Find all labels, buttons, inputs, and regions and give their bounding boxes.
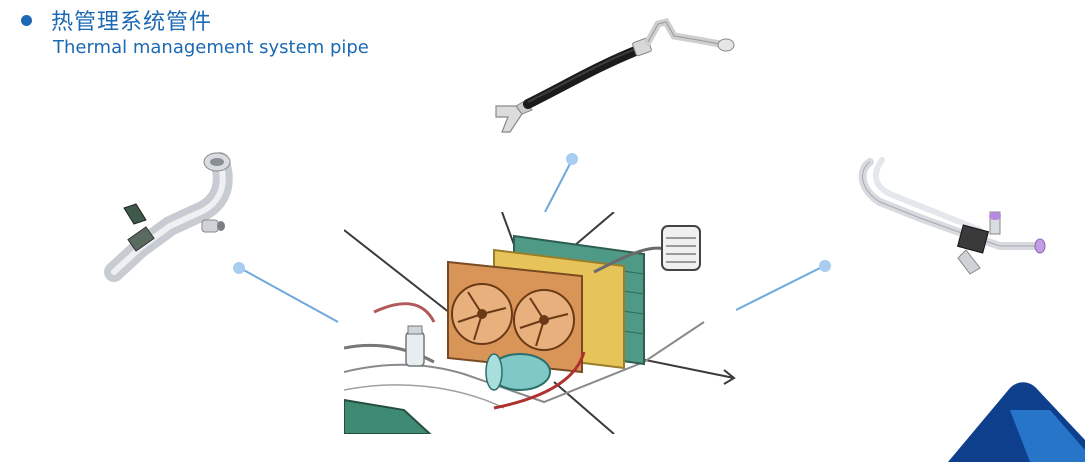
cooling-system-illustration (344, 212, 736, 434)
hose-assembly-image (495, 17, 735, 133)
connector-dot-left (233, 262, 245, 274)
page-subtitle: Thermal management system pipe (53, 37, 369, 58)
elbow-pipe-image (104, 152, 233, 282)
connector-line-right (735, 265, 825, 311)
connector-dot-top (566, 153, 578, 165)
connector-dot-right (819, 260, 831, 272)
bullet-icon (21, 15, 32, 26)
multi-bend-pipe-image (858, 157, 1046, 275)
page-title: 热管理系统管件 (51, 10, 213, 35)
connector-line-top (544, 159, 573, 213)
connector-line-left (239, 267, 339, 323)
